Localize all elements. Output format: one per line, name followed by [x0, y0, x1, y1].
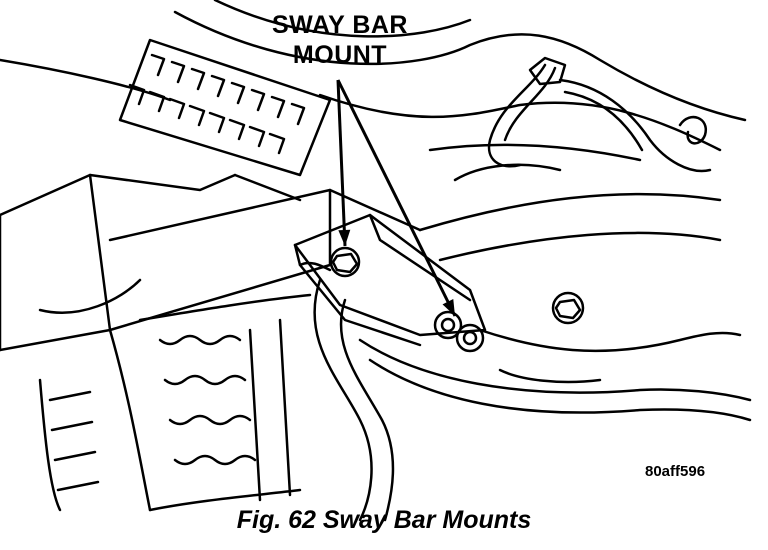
sway-bar	[313, 278, 752, 522]
sway-bar-mount-callout: SWAY BAR MOUNT	[200, 10, 480, 70]
callout-line-2: MOUNT	[292, 41, 388, 69]
leader-line	[336, 79, 457, 317]
figure-caption: Fig. 62 Sway Bar Mounts	[236, 506, 532, 534]
figure-code: 80aff596	[645, 463, 706, 480]
leader-arrowhead	[338, 229, 351, 246]
tire	[38, 293, 312, 512]
lower-body	[478, 328, 742, 384]
frame-rail	[418, 143, 722, 262]
leader-arrowhead	[442, 298, 455, 316]
callout-leaders	[336, 79, 457, 317]
corrugated-panel	[118, 38, 332, 177]
mount-bolts	[329, 246, 585, 353]
leader-line	[336, 79, 347, 247]
callout-line-1: SWAY BAR	[272, 11, 408, 39]
sway-bar-bracket	[293, 213, 487, 347]
wiring-harness	[487, 56, 712, 173]
